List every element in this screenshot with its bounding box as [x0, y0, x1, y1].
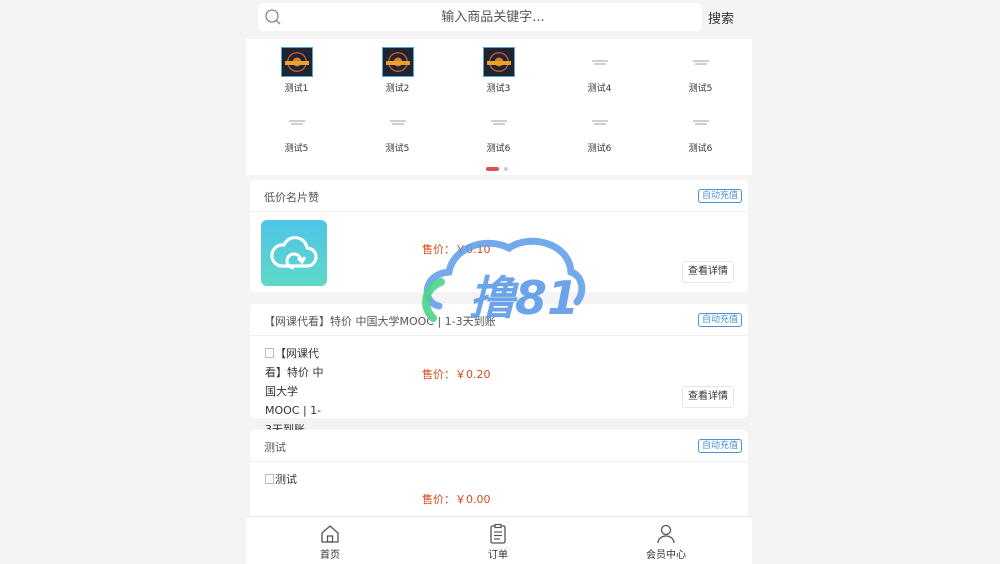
home-icon	[321, 525, 339, 543]
cloud-upload-icon	[270, 235, 318, 270]
search-bar	[258, 3, 702, 31]
broken-image-icon	[281, 107, 313, 137]
carousel-dot[interactable]	[504, 167, 508, 171]
bottom-navigation: 首页 订单 会员中心	[246, 516, 752, 564]
product-title: 低价名片赞	[264, 191, 319, 204]
category-label: 测试2	[385, 84, 410, 94]
broken-image-icon	[685, 107, 717, 137]
product-price: 售价：￥0.00	[422, 493, 491, 506]
category-label: 测试5	[385, 144, 410, 154]
nav-orders[interactable]: 订单	[438, 517, 558, 564]
product-card: 【网课代看】特价 中国大学MOOC | 1-3天到账 自动充值 【网课代看】特价…	[250, 304, 748, 436]
category-label: 测试4	[587, 84, 612, 94]
clipboard-icon	[490, 523, 506, 544]
view-details-button[interactable]: 查看详情	[682, 386, 734, 408]
nav-member-center[interactable]: 会员中心	[606, 517, 726, 564]
product-image-alt: 【网课代看】特价 中国大学MOOC | 1-3天到账	[265, 347, 324, 436]
product-image-alt: 测试	[275, 473, 297, 486]
watermark-text: 撸81	[469, 271, 579, 325]
mobile-shop-page: 搜索 测试1 测试2 测试3 测试4 测试5 测试5 测试5	[246, 0, 752, 564]
product-title: 【网课代看】特价 中国大学MOOC | 1-3天到账	[264, 315, 496, 328]
category-label: 测试3	[486, 84, 511, 94]
broken-image-icon	[584, 47, 616, 77]
nav-home[interactable]: 首页	[270, 517, 390, 564]
product-image[interactable]	[261, 220, 327, 286]
nav-orders-label: 订单	[488, 550, 508, 561]
search-input[interactable]	[288, 3, 698, 31]
carousel-dot-active[interactable]	[486, 167, 499, 171]
search-icon	[265, 9, 281, 25]
category-item[interactable]: 测试5	[347, 107, 448, 154]
auto-recharge-badge: 自动充值	[697, 189, 742, 203]
category-item[interactable]: 测试6	[650, 107, 751, 154]
broken-image-icon	[685, 47, 717, 77]
product-price: 售价：￥0.20	[422, 368, 491, 381]
carousel-indicator	[486, 167, 508, 171]
category-item[interactable]: 测试2	[347, 47, 448, 94]
category-item[interactable]: 测试5	[650, 47, 751, 94]
nav-member-center-label: 会员中心	[646, 550, 686, 561]
category-label: 测试6	[486, 144, 511, 154]
category-thumbnail	[280, 47, 313, 77]
category-item[interactable]: 测试5	[246, 107, 347, 154]
broken-image-icon	[382, 107, 414, 137]
auto-recharge-badge: 自动充值	[697, 313, 742, 327]
product-card-header: 【网课代看】特价 中国大学MOOC | 1-3天到账 自动充值	[250, 304, 748, 336]
product-card: 低价名片赞 自动充值 售价：￥0.10 查看详情	[250, 180, 748, 292]
product-card: 测试 自动充值 测试 售价：￥0.00	[250, 430, 748, 536]
category-item[interactable]: 测试6	[549, 107, 650, 154]
product-card-header: 低价名片赞 自动充值	[250, 180, 748, 212]
product-title: 测试	[264, 441, 286, 454]
nav-home-label: 首页	[320, 550, 340, 561]
category-label: 测试6	[688, 144, 713, 154]
category-thumbnail	[381, 47, 414, 77]
category-item[interactable]: 测试3	[448, 47, 549, 94]
view-details-button[interactable]: 查看详情	[682, 261, 734, 283]
broken-image-icon	[584, 107, 616, 137]
product-card-header: 测试 自动充值	[250, 430, 748, 462]
category-label: 测试1	[284, 84, 309, 94]
category-thumbnail	[482, 47, 515, 77]
auto-recharge-badge: 自动充值	[697, 439, 742, 453]
broken-image-icon	[265, 474, 274, 484]
search-button[interactable]: 搜索	[708, 12, 735, 27]
category-item[interactable]: 测试4	[549, 47, 650, 94]
broken-image-icon	[265, 348, 274, 358]
category-item[interactable]: 测试6	[448, 107, 549, 154]
category-label: 测试6	[587, 144, 612, 154]
user-icon	[657, 524, 675, 544]
broken-image-icon	[483, 107, 515, 137]
category-grid: 测试1 测试2 测试3 测试4 测试5 测试5 测试5 测试6	[246, 39, 752, 175]
watermark-logo: 撸81	[422, 237, 586, 325]
category-label: 测试5	[284, 144, 309, 154]
category-label: 测试5	[688, 84, 713, 94]
category-item[interactable]: 测试1	[246, 47, 347, 94]
product-image[interactable]: 【网课代看】特价 中国大学MOOC | 1-3天到账	[261, 344, 327, 436]
